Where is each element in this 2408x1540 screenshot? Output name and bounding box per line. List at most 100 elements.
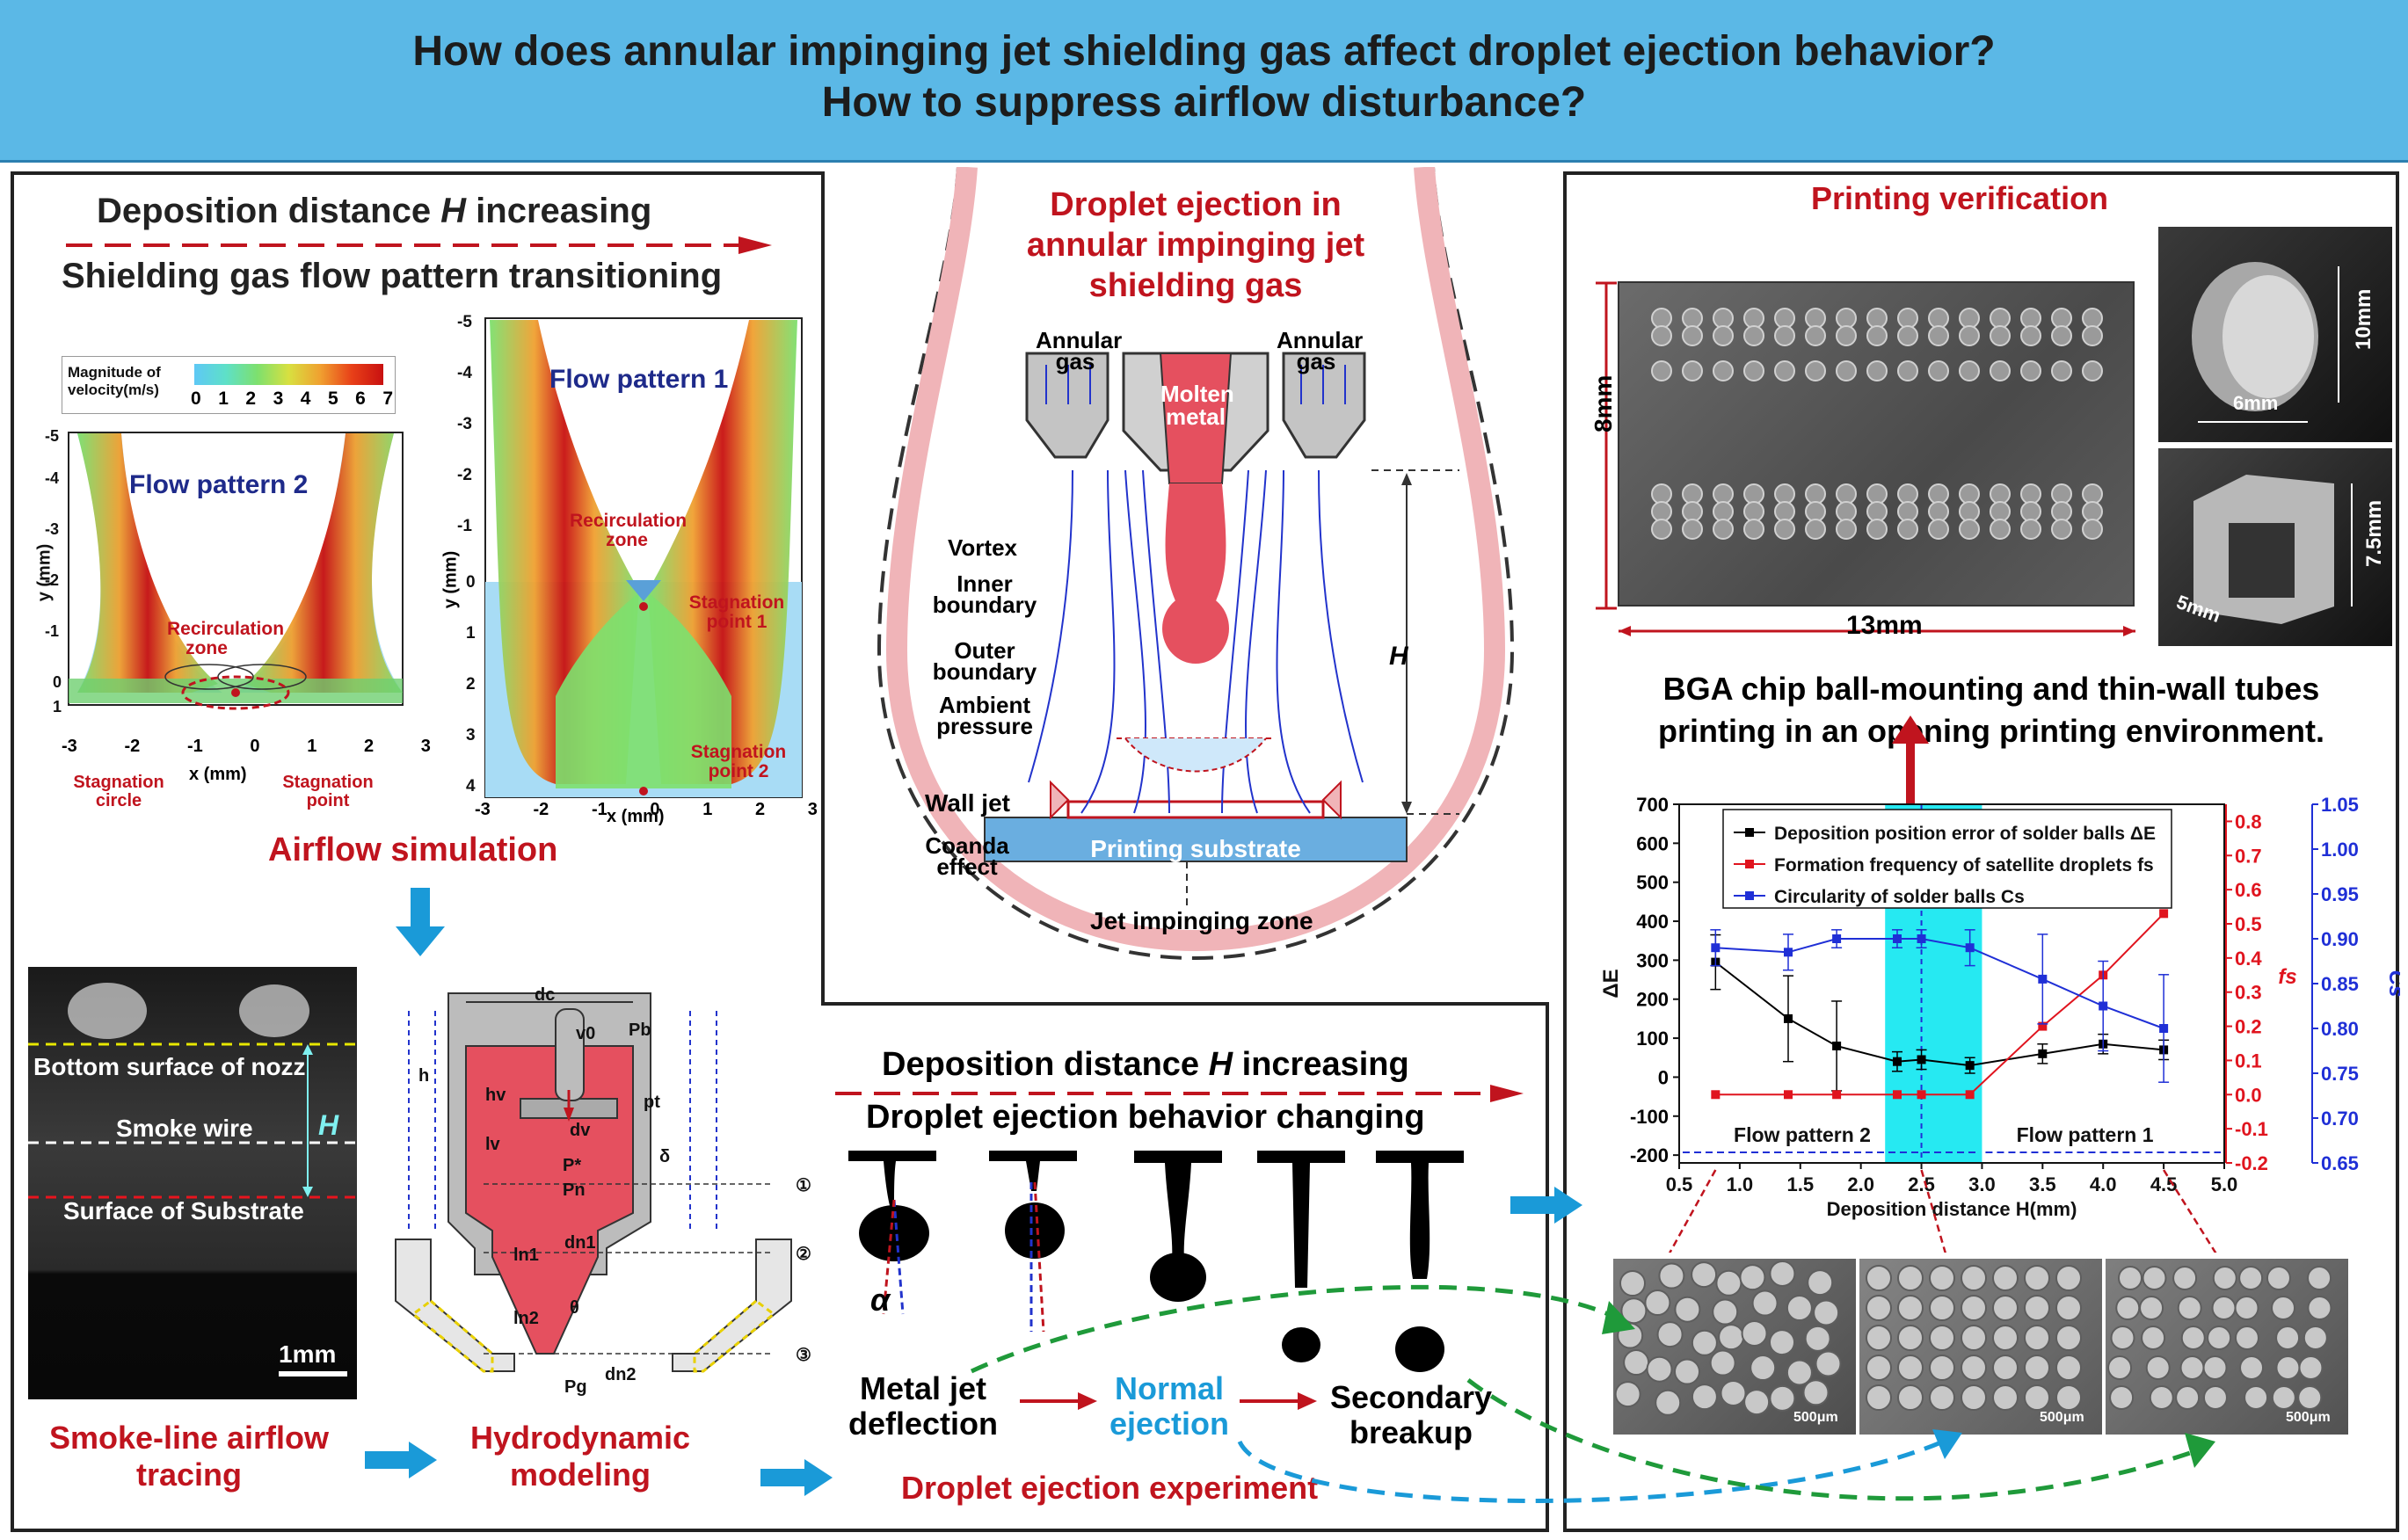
chip-height-label: 8mm bbox=[1590, 374, 1617, 432]
hydro-delta-label: δ bbox=[659, 1147, 670, 1166]
y3-tick-label: 0.65 bbox=[2321, 1152, 2359, 1174]
legend-colorbar bbox=[194, 364, 383, 385]
sem-ball bbox=[1992, 1295, 2019, 1321]
y2-tick-label: 0.3 bbox=[2235, 982, 2262, 1004]
y-tick-label: 100 bbox=[1636, 1028, 1669, 1050]
solder-ball bbox=[1805, 325, 1826, 346]
sem-ball bbox=[1619, 1270, 1646, 1297]
right-arrow-icon bbox=[760, 1459, 833, 1496]
tube-square-photo: 7.5mm 5mm bbox=[2158, 448, 2392, 646]
sim1-ylabel: y (mm) bbox=[440, 550, 461, 609]
connector-arrows bbox=[970, 1284, 2215, 1503]
annular-gas-left-label: Annular gas bbox=[1036, 327, 1123, 374]
sem-ball bbox=[1992, 1265, 2019, 1291]
solder-ball bbox=[1743, 325, 1764, 346]
hydro-ln1-label: ln1 bbox=[513, 1246, 539, 1265]
sem-ball bbox=[1655, 1389, 1682, 1416]
bottom-heading-arrow bbox=[835, 1085, 1524, 1102]
sim2-ytick: 1 bbox=[53, 698, 62, 716]
solder-ball bbox=[1836, 519, 1857, 540]
sem-ball bbox=[1802, 1379, 1830, 1406]
sim2-stagnation-circle-label: Stagnation circle bbox=[73, 773, 164, 810]
y3-tick-label: 0.80 bbox=[2321, 1018, 2359, 1040]
sem-pointer bbox=[1920, 1169, 1946, 1253]
sem-ball bbox=[2303, 1326, 2328, 1350]
chart-legend: Deposition position error of solder ball… bbox=[1722, 809, 2172, 909]
sem-ball bbox=[1866, 1355, 1892, 1381]
legend-marker bbox=[1745, 860, 1754, 868]
sem-ball bbox=[1992, 1384, 2019, 1411]
x-tick-label: 4.0 bbox=[2090, 1173, 2117, 1195]
sem-ball bbox=[2110, 1326, 2135, 1350]
sem-ball bbox=[1929, 1295, 1955, 1321]
solder-ball bbox=[1774, 519, 1795, 540]
sem-ball bbox=[1961, 1295, 1987, 1321]
hydro-ln2-label: ln2 bbox=[513, 1309, 539, 1328]
y-tick-label: -100 bbox=[1630, 1106, 1669, 1128]
sem-ball bbox=[1866, 1384, 1892, 1411]
y-tick-label: 300 bbox=[1636, 949, 1669, 971]
solder-ball bbox=[2082, 519, 2103, 540]
sem-pointer bbox=[1668, 1169, 1717, 1253]
sem-ball bbox=[1769, 1260, 1796, 1287]
solder-ball bbox=[1836, 325, 1857, 346]
sem-ball bbox=[1769, 1384, 1796, 1412]
sim2-ytick: -5 bbox=[45, 429, 59, 445]
sem-ball bbox=[1743, 1389, 1771, 1416]
sem-ball bbox=[2024, 1265, 2050, 1291]
y-tick-label: 0 bbox=[1658, 1066, 1669, 1088]
data-point bbox=[1711, 1090, 1721, 1100]
left-heading-arrow bbox=[66, 236, 772, 254]
sem-ball bbox=[2109, 1385, 2135, 1410]
sem-ball bbox=[1807, 1269, 1834, 1297]
sem-ball bbox=[2024, 1355, 2050, 1381]
solder-ball bbox=[1651, 325, 1672, 346]
y3-tick-label: 0.95 bbox=[2321, 883, 2359, 905]
legend-entry: Formation frequency of satellite droplet… bbox=[1774, 855, 2154, 875]
solder-ball bbox=[1928, 325, 1949, 346]
sem-ball bbox=[2055, 1295, 2082, 1321]
data-point bbox=[2038, 974, 2048, 984]
hydro-marker-2: ② bbox=[796, 1245, 811, 1264]
sem-ball bbox=[1992, 1355, 2019, 1381]
droplet-experiment-label: Droplet ejection experiment bbox=[901, 1470, 1319, 1506]
hydro-pn-label: Pn bbox=[563, 1180, 586, 1200]
solder-ball bbox=[1928, 360, 1949, 381]
solder-ball bbox=[1743, 519, 1764, 540]
data-point bbox=[1917, 1055, 1926, 1064]
hydro-pstar-label: P* bbox=[563, 1156, 581, 1175]
sem-ball bbox=[1866, 1295, 1892, 1321]
sem-ball bbox=[1992, 1325, 2019, 1351]
sim2-stagnation-point-label: Stagnation point bbox=[282, 773, 374, 810]
solder-ball bbox=[1713, 325, 1734, 346]
sim1-ytick: -2 bbox=[457, 466, 472, 484]
wall-jet-label: Wall jet bbox=[925, 789, 1010, 817]
sem-ball bbox=[2275, 1326, 2301, 1350]
hydro-h-label: h bbox=[418, 1066, 429, 1086]
sem-ball bbox=[1929, 1325, 1955, 1351]
sem-ball bbox=[2307, 1296, 2332, 1320]
data-point bbox=[1965, 943, 1975, 953]
sem-ball bbox=[2139, 1296, 2164, 1320]
sem-ball bbox=[1646, 1355, 1673, 1383]
y2-tick-label: -0.2 bbox=[2235, 1152, 2268, 1174]
sim2-ytick: -1 bbox=[45, 622, 59, 640]
sem-ball bbox=[1961, 1265, 1987, 1291]
molten-metal-label: Molten metal bbox=[1160, 381, 1234, 430]
y2-tick-label: 0.4 bbox=[2235, 948, 2262, 970]
region-right-label: Flow pattern 1 bbox=[2017, 1123, 2154, 1146]
y3-tick-label: 0.75 bbox=[2321, 1063, 2359, 1085]
red-right-arrow-icon bbox=[1020, 1392, 1097, 1410]
sem-solder-balls bbox=[1614, 1260, 2332, 1416]
bottom-heading-1: Deposition distance H increasing bbox=[882, 1046, 1409, 1083]
solder-ball bbox=[1651, 360, 1672, 381]
sem-ball bbox=[1658, 1262, 1685, 1289]
solder-ball bbox=[2020, 360, 2041, 381]
sem-ball bbox=[1750, 1355, 1777, 1382]
solder-ball bbox=[1897, 325, 1918, 346]
solder-ball bbox=[1743, 360, 1764, 381]
sem-ball bbox=[2180, 1326, 2206, 1350]
tube2-height-label: 7.5mm bbox=[2362, 499, 2386, 567]
y2-tick-label: -0.1 bbox=[2235, 1118, 2268, 1140]
